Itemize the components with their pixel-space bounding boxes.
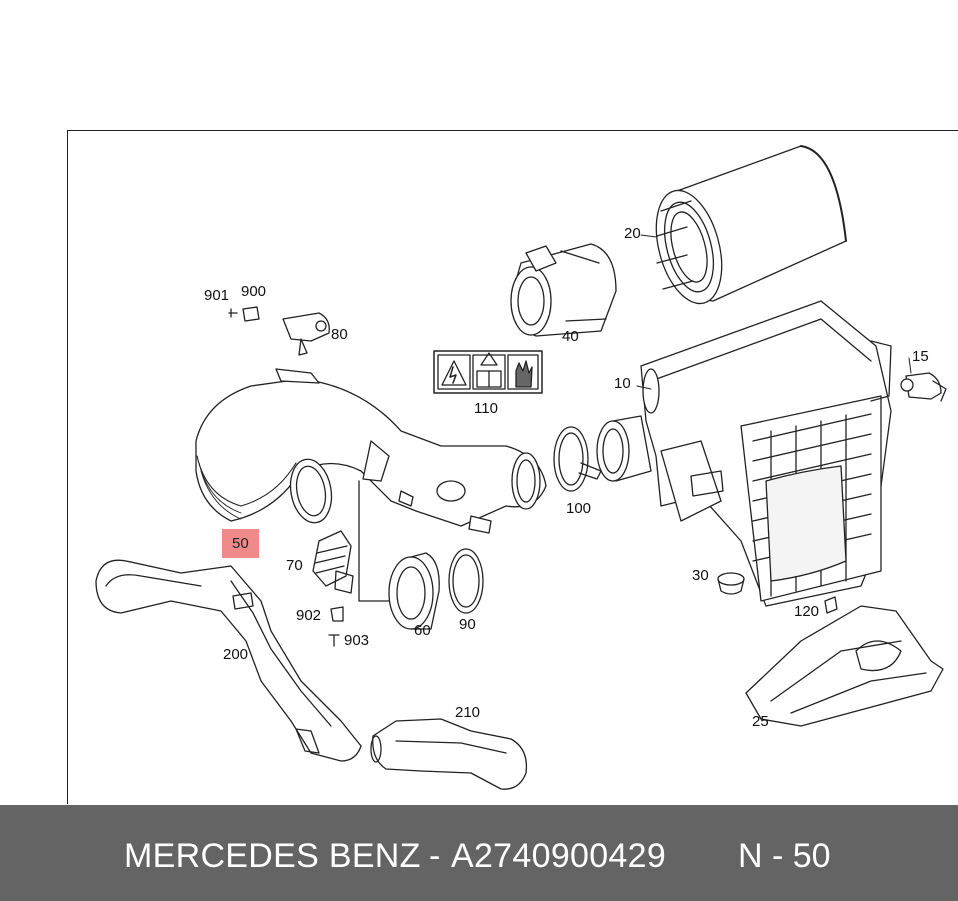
- callout-50-highlighted[interactable]: 50: [222, 529, 259, 558]
- callout-903: 903: [344, 632, 370, 649]
- footer-separator: -: [429, 837, 441, 875]
- callout-901: 901: [204, 287, 230, 304]
- callout-120: 120: [794, 603, 820, 620]
- callout-210: 210: [455, 704, 481, 721]
- air-filter-element: [655, 145, 847, 305]
- rubber-sleeve: [596, 415, 652, 482]
- rubber-mount-30: [717, 572, 745, 595]
- callout-902: 902: [296, 607, 322, 624]
- part-number: A2740900429: [451, 837, 667, 875]
- clip-120: [824, 596, 838, 614]
- screw-903: [328, 634, 340, 647]
- bolt-900: [242, 306, 260, 322]
- callout-80: 80: [331, 326, 348, 343]
- callout-900: 900: [241, 283, 267, 300]
- callout-25: 25: [752, 713, 769, 730]
- air-duct-210: [370, 718, 528, 790]
- washer-901: [228, 308, 238, 318]
- callout-70: 70: [286, 557, 303, 574]
- heat-shield-25: [745, 605, 944, 727]
- hose-clamp-100: [553, 426, 602, 492]
- air-duct-200: [95, 559, 362, 762]
- callout-110: 110: [474, 400, 498, 417]
- footer-banner: MERCEDES BENZ - A2740900429 N - 50: [0, 805, 958, 901]
- air-filter-housing: [640, 300, 892, 607]
- mass-airflow-sensor: [510, 243, 617, 337]
- callout-15: 15: [912, 348, 929, 365]
- parts-diagram: [67, 130, 958, 804]
- sealing-ring-60: [388, 552, 440, 630]
- callout-200: 200: [223, 646, 249, 663]
- clamp-90: [448, 548, 484, 614]
- sensor-70: [312, 480, 390, 602]
- intake-sensor-15: [900, 372, 947, 402]
- callout-10: 10: [614, 375, 631, 392]
- warning-label-110: [433, 350, 543, 394]
- leader-lines: [636, 234, 912, 390]
- diagram-reference: N - 50: [738, 837, 831, 875]
- callout-90: 90: [459, 616, 476, 633]
- sensor-80: [282, 312, 330, 356]
- callout-40: 40: [562, 328, 579, 345]
- parts-drawing: [95, 145, 947, 790]
- brand-name: MERCEDES BENZ: [124, 837, 421, 875]
- air-intake-pipe-50: [195, 368, 547, 534]
- callout-20: 20: [624, 225, 641, 242]
- callout-60: 60: [414, 622, 431, 639]
- clip-902: [330, 606, 344, 622]
- callout-100: 100: [566, 500, 592, 517]
- callout-30: 30: [692, 567, 709, 584]
